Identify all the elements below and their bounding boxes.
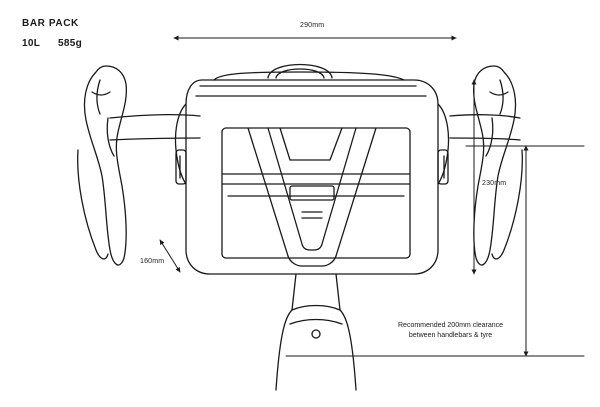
right-brake-lever <box>472 65 523 266</box>
handlebar <box>109 114 521 141</box>
left-brake-lever <box>77 65 128 266</box>
top-handle <box>267 63 333 79</box>
product-title: BAR PACK <box>22 18 79 29</box>
bag-body <box>174 71 450 275</box>
height-label: 230mm <box>482 180 507 187</box>
product-weight: 585g <box>58 38 82 49</box>
product-volume: 10L <box>22 38 41 49</box>
front-pocket <box>221 127 411 259</box>
clearance-dimension <box>285 145 585 357</box>
depth-dimension <box>159 239 181 273</box>
clearance-note: Recommended 200mm clearance between hand… <box>398 321 503 341</box>
depth-label: 160mm <box>140 258 165 265</box>
width-label: 290mm <box>300 22 325 29</box>
clearance-note-line-2: between handlebars & tyre <box>408 332 493 339</box>
stem <box>275 273 357 391</box>
center-strap <box>247 127 377 267</box>
clearance-note-line-1: Recommended 200mm clearance <box>398 322 504 329</box>
